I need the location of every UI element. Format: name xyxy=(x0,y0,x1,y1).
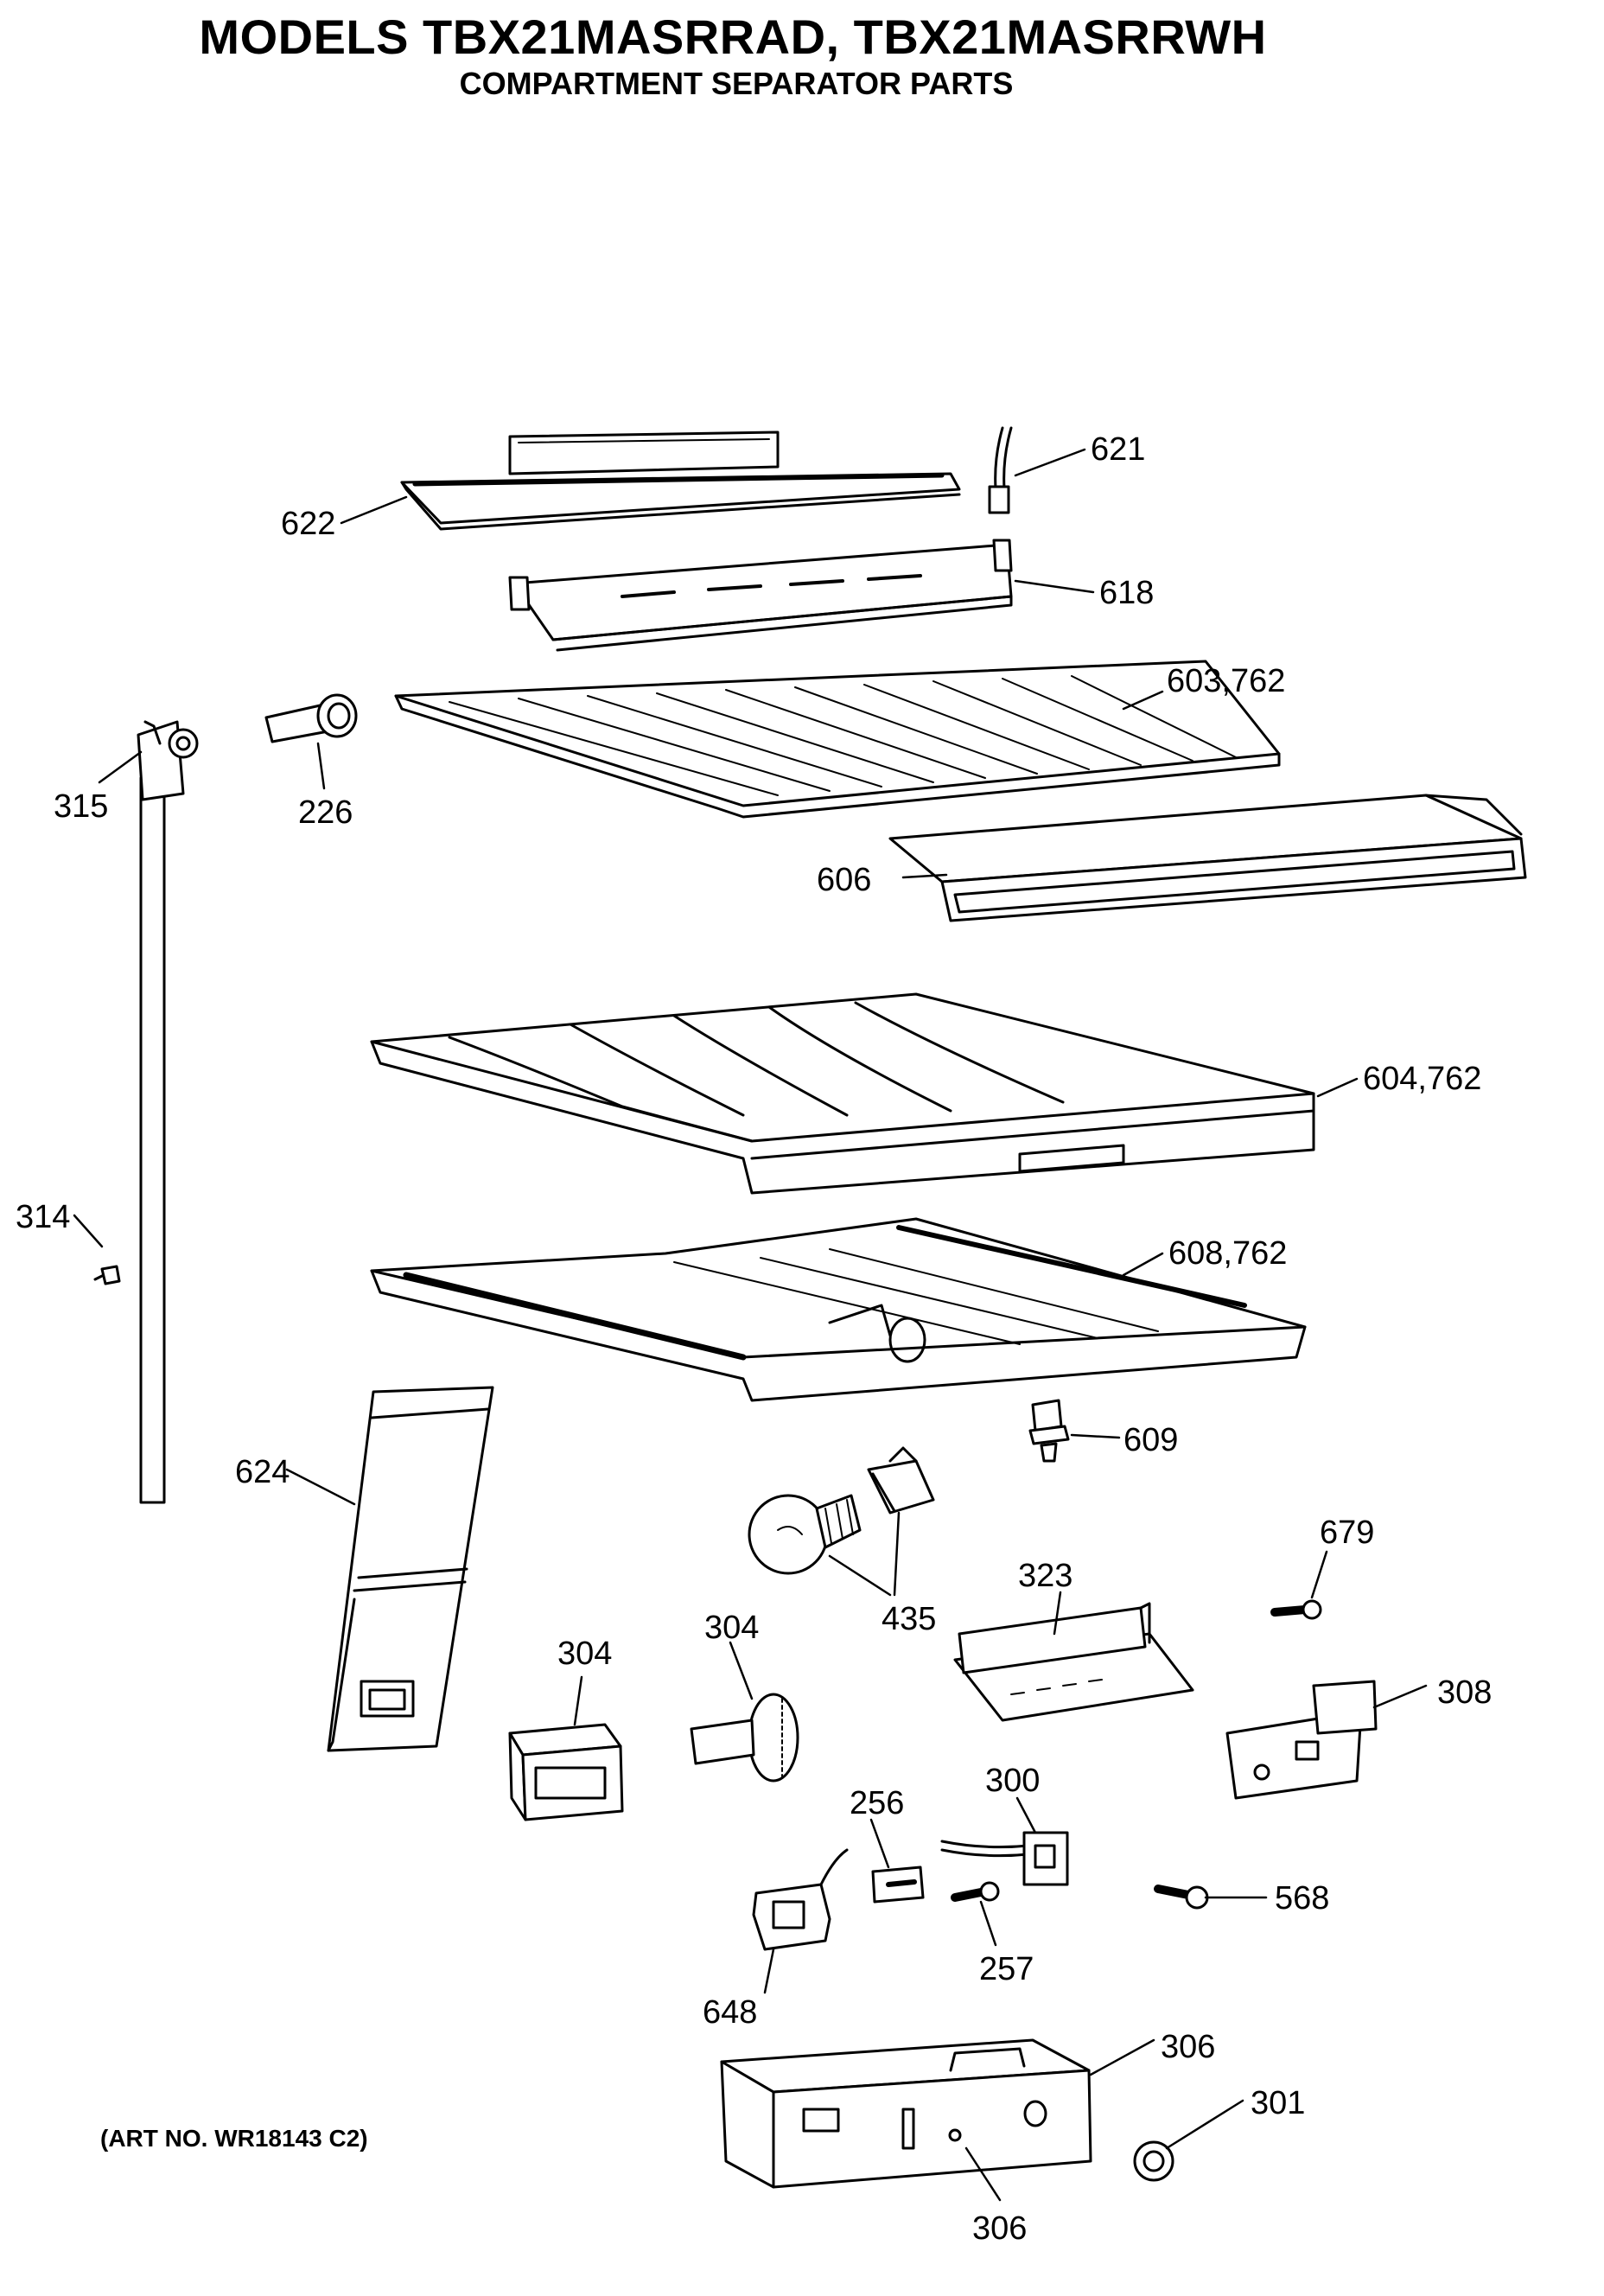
callout-256: 256 xyxy=(850,1785,904,1821)
callout-621: 621 xyxy=(1091,431,1145,468)
callout-306-top: 306 xyxy=(1161,2029,1215,2065)
callout-622: 622 xyxy=(281,506,335,542)
callout-609: 609 xyxy=(1123,1422,1178,1458)
callout-603: 603,762 xyxy=(1167,663,1285,699)
callout-308: 308 xyxy=(1437,1674,1492,1711)
callout-304-box: 304 xyxy=(557,1636,612,1672)
callout-679: 679 xyxy=(1320,1515,1374,1551)
callout-435: 435 xyxy=(882,1601,936,1637)
part-608-frame xyxy=(370,1217,1307,1402)
part-609-clip xyxy=(1028,1399,1070,1463)
callout-300: 300 xyxy=(985,1763,1040,1799)
callout-301: 301 xyxy=(1251,2085,1305,2121)
callout-618: 618 xyxy=(1099,575,1154,611)
part-679-screw xyxy=(1270,1599,1322,1620)
callout-604: 604,762 xyxy=(1363,1061,1481,1097)
part-304-knob xyxy=(690,1693,799,1783)
page-subtitle: COMPARTMENT SEPARATOR PARTS xyxy=(459,66,1014,101)
part-308-plate xyxy=(1225,1680,1378,1800)
callout-226: 226 xyxy=(298,794,353,831)
part-256-switch xyxy=(871,1866,925,1904)
part-435-socket xyxy=(867,1446,935,1515)
callout-648: 648 xyxy=(703,1994,757,2031)
callout-306-bottom: 306 xyxy=(972,2210,1027,2247)
part-604-frame xyxy=(370,992,1315,1195)
part-304-box xyxy=(508,1723,624,1821)
callout-606: 606 xyxy=(817,862,871,898)
callout-labels: 621 622 618 603,762 315 226 606 604,762 … xyxy=(16,431,1492,2247)
part-226-pin xyxy=(264,693,358,743)
part-624-channel xyxy=(327,1386,494,1752)
callout-314: 314 xyxy=(16,1199,70,1235)
part-300-thermostat xyxy=(940,1831,1069,1886)
part-315-rod xyxy=(137,720,199,1504)
callout-323: 323 xyxy=(1018,1558,1073,1594)
callout-257: 257 xyxy=(979,1951,1034,1987)
callout-608: 608,762 xyxy=(1168,1235,1287,1272)
callout-624: 624 xyxy=(235,1454,290,1490)
art-number: (ART NO. WR18143 C2) xyxy=(100,2125,368,2152)
part-257-screw xyxy=(951,1881,1000,1902)
part-622-cover xyxy=(400,430,961,531)
leader-lines xyxy=(73,448,1428,2202)
part-323-bracket xyxy=(953,1602,1194,1722)
part-306-housing xyxy=(720,2038,1092,2189)
part-648-relay xyxy=(752,1848,849,1951)
callout-315: 315 xyxy=(54,788,108,825)
callout-304-knob: 304 xyxy=(704,1610,759,1646)
part-568-screw xyxy=(1154,1885,1209,1910)
part-606-frame xyxy=(888,794,1527,922)
part-435-bulb xyxy=(748,1494,862,1575)
part-603-shelf xyxy=(394,660,1281,819)
part-618-housing xyxy=(508,539,1013,652)
page-title: MODELS TBX21MASRRAD, TBX21MASRRWH xyxy=(199,10,1267,64)
part-314-clip xyxy=(93,1265,121,1285)
callout-568: 568 xyxy=(1275,1880,1329,1917)
part-301-cap xyxy=(1133,2140,1174,2182)
part-621-probe xyxy=(988,426,1013,514)
